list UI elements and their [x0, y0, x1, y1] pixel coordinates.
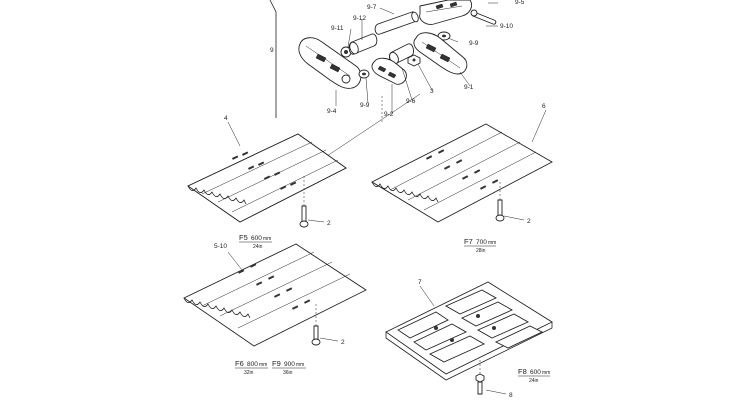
variant-labels: F5 600 mm 24in F7 700 mm 28in F6 800 mm …: [235, 233, 550, 384]
callout-9-9-lower: 9-9: [360, 102, 370, 109]
callout-2-f5: 2: [327, 220, 331, 227]
f7-mm: 700: [476, 239, 487, 246]
nut-3: [407, 54, 421, 67]
link-right: [413, 32, 468, 75]
link-middle: [371, 57, 407, 85]
f6-mm-unit: mm: [259, 362, 267, 368]
callout-2-f6: 2: [341, 339, 345, 346]
f8-mm-unit: mm: [542, 370, 550, 376]
group-9-bracket: [269, 0, 277, 118]
f7-in: 28in: [476, 248, 486, 254]
f9-code: F9: [272, 359, 281, 368]
f8-code: F8: [518, 367, 527, 376]
label-f6: F6 800 mm 32in: [235, 359, 268, 376]
callout-9: 9: [270, 47, 274, 54]
label-f8: F8 600 mm 24in: [518, 367, 550, 384]
f8-in: 24in: [529, 378, 539, 384]
f5-in: 24in: [253, 244, 263, 250]
f6-mm: 800: [247, 361, 258, 368]
shoe-f8: [385, 281, 553, 395]
pin-9-7: [374, 11, 419, 35]
shoe-f7: [371, 109, 553, 223]
f5-code: F5: [239, 233, 248, 242]
bolt-8-f8: [475, 360, 507, 395]
callout-9-7: 9-7: [367, 4, 377, 11]
callout-labels: 9-5 9-7 9-10 9-11 9-12 9-9 9 9-4 9-9 9-2…: [214, 0, 546, 399]
shoe-f8-pads: [397, 289, 544, 363]
bolt-2-f6: [311, 304, 339, 346]
f5-mm-unit: mm: [263, 236, 271, 242]
shoe-f6-f9: [183, 243, 367, 347]
callout-4: 4: [224, 115, 228, 122]
callout-9-2: 9-2: [384, 111, 394, 118]
shoe-f5-holes: [232, 151, 297, 190]
shoe-f7-holes: [426, 149, 499, 190]
callout-5-10: 5-10: [214, 243, 227, 250]
callout-9-11: 9-11: [331, 25, 344, 32]
callout-9-1: 9-1: [464, 84, 474, 91]
f9-in: 36in: [283, 370, 293, 376]
callout-7: 7: [418, 279, 422, 286]
f8-mm: 600: [530, 369, 541, 376]
f7-mm-unit: mm: [488, 240, 496, 246]
label-f9: F9 900 mm 36in: [272, 359, 306, 376]
callout-9-4: 9-4: [327, 108, 337, 115]
f6-code: F6: [235, 359, 244, 368]
callout-3: 3: [430, 88, 434, 95]
f9-mm: 900: [284, 361, 295, 368]
pin-9-10: [470, 9, 497, 25]
callout-9-12: 9-12: [353, 15, 366, 22]
f5-mm: 600: [251, 235, 262, 242]
track-link-assembly: [269, 0, 498, 171]
label-f7: F7 700 mm 28in: [464, 237, 496, 254]
shoe-f5: [187, 121, 347, 228]
callout-9-5: 9-5: [515, 0, 525, 6]
bolt-2-f7: [495, 182, 525, 222]
shoe-f6-holes: [238, 263, 311, 310]
callout-2-f7: 2: [527, 218, 531, 225]
callout-9-9-upper: 9-9: [469, 40, 479, 47]
f7-code: F7: [464, 237, 473, 246]
bolt-2-f5: [299, 176, 325, 228]
f9-mm-unit: mm: [296, 362, 304, 368]
label-f5: F5 600 mm 24in: [239, 233, 272, 250]
f6-in: 32in: [244, 370, 254, 376]
callout-8: 8: [509, 392, 513, 399]
link-left: [298, 37, 362, 89]
callout-9-6: 9-6: [406, 98, 416, 105]
callout-9-10: 9-10: [500, 23, 513, 30]
link-top-right: [419, 0, 473, 25]
bushing-9-12: [348, 33, 378, 55]
callout-6: 6: [542, 103, 546, 110]
